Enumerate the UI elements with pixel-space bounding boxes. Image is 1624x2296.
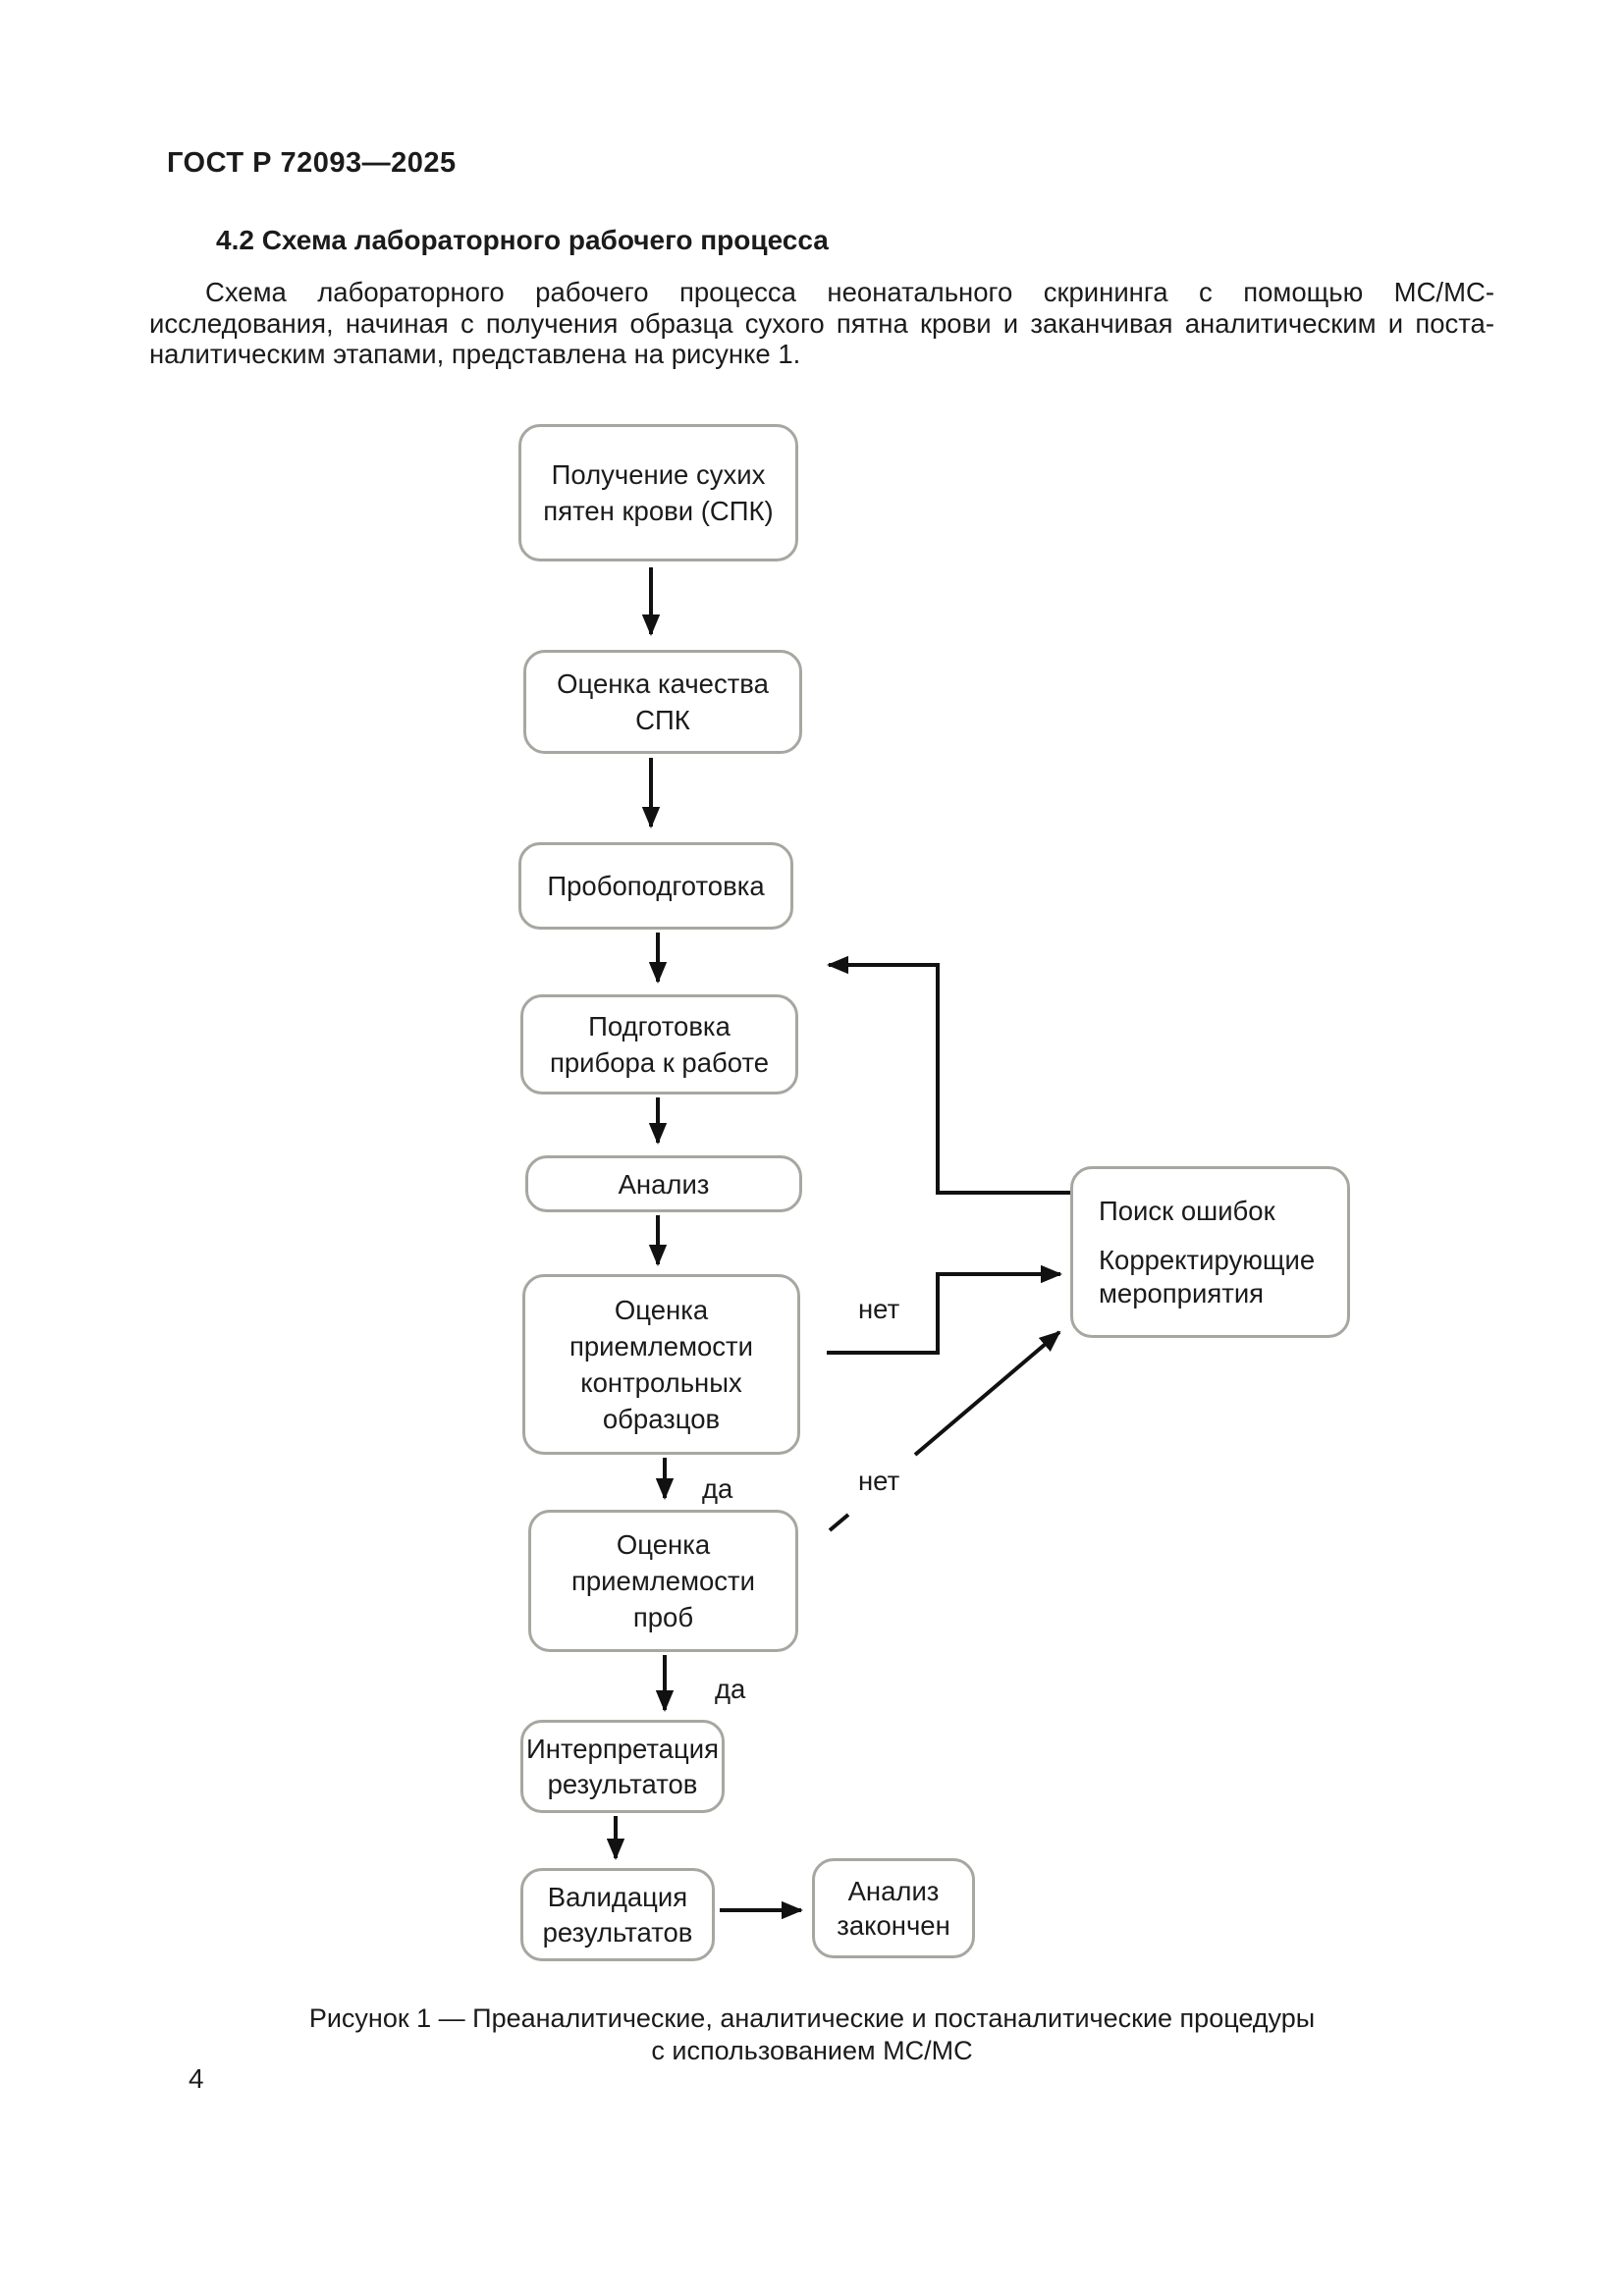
flow-node-label: Оценка качества bbox=[557, 668, 769, 699]
flow-node-label: Интерпретация bbox=[526, 1733, 719, 1764]
flow-node-label: Получение сухих bbox=[551, 459, 766, 490]
paragraph-line: налитическим этапами, представлена на ри… bbox=[149, 339, 801, 369]
flow-node-label: контрольных bbox=[580, 1367, 742, 1398]
edge-label-no: нет bbox=[858, 1294, 900, 1324]
line-errors-return-to-main bbox=[827, 955, 1070, 1195]
flow-node-label: Поиск ошибок bbox=[1099, 1195, 1275, 1226]
section-heading: 4.2 Схема лабораторного рабочего процесс… bbox=[216, 225, 829, 255]
line-samples-no-dash bbox=[828, 1513, 850, 1532]
flow-node-label: результатов bbox=[547, 1768, 698, 1799]
flow-node-device-prep: Подготовка прибора к работе bbox=[520, 994, 798, 1095]
flow-node-label: приемлемости bbox=[571, 1566, 755, 1596]
edge-label-no: нет bbox=[858, 1466, 900, 1496]
flow-node-analysis: Анализ bbox=[525, 1155, 802, 1212]
flow-node-label: Корректирующие мероприятия bbox=[1099, 1244, 1316, 1308]
figure-caption: Рисунок 1 — Преаналитические, аналитичес… bbox=[0, 2002, 1624, 2067]
flow-node-label: приемлемости bbox=[569, 1331, 753, 1362]
flow-node-label: Подготовка bbox=[588, 1011, 731, 1041]
flow-node-samples-eval: Оценка приемлемости проб bbox=[528, 1510, 798, 1652]
flow-node-label: Оценка bbox=[616, 1529, 711, 1560]
flow-node-analysis-done: Анализ закончен bbox=[812, 1858, 975, 1958]
flow-node-interpretation: Интерпретация результатов bbox=[520, 1720, 725, 1813]
figure-caption-line: Рисунок 1 — Преаналитические, аналитичес… bbox=[308, 2003, 1316, 2033]
flow-node-error-search: Поиск ошибок Корректирующие мероприятия bbox=[1070, 1166, 1350, 1338]
edge-label-yes: да bbox=[702, 1473, 733, 1504]
intro-paragraph: Схема лабораторного рабочего процесса не… bbox=[149, 277, 1494, 370]
flow-node-label: закончен bbox=[837, 1910, 950, 1941]
flow-node-label: результатов bbox=[542, 1916, 693, 1948]
flow-node-label: образцов bbox=[602, 1404, 721, 1434]
flow-node-label: прибора к работе bbox=[549, 1047, 770, 1078]
flow-node-label: Пробоподготовка bbox=[547, 871, 765, 901]
flow-node-validation: Валидация результатов bbox=[520, 1868, 715, 1961]
figure-caption-line: с использованием МС/МС bbox=[651, 2036, 973, 2065]
edge-label-yes: да bbox=[715, 1674, 746, 1704]
flow-node-sample-prep: Пробоподготовка bbox=[518, 842, 793, 930]
flow-node-label: СПК bbox=[635, 705, 690, 735]
page-number: 4 bbox=[189, 2063, 204, 2094]
line-control-no-to-errors bbox=[827, 1264, 1062, 1355]
flow-node-spk: Получение сухих пятен крови (СПК) bbox=[518, 424, 798, 561]
paragraph-line: Схема лабораторного рабочего процесса не… bbox=[205, 277, 1494, 307]
flow-node-control-eval: Оценка приемлемости контрольных образцов bbox=[522, 1274, 800, 1455]
flow-node-label: Анализ bbox=[618, 1168, 710, 1200]
flow-node-label: проб bbox=[632, 1602, 694, 1632]
flow-node-label: пятен крови (СПК) bbox=[543, 496, 774, 526]
paragraph-line: исследования, начиная с получения образц… bbox=[149, 307, 1494, 339]
flow-node-label: Анализ bbox=[847, 1876, 940, 1906]
line-samples-no-to-errors bbox=[913, 1330, 1061, 1457]
flow-node-label: Оценка bbox=[614, 1295, 709, 1325]
flow-node-quality: Оценка качества СПК bbox=[523, 650, 802, 754]
document-header: ГОСТ Р 72093—2025 bbox=[167, 147, 457, 179]
flow-node-label: Валидация bbox=[547, 1881, 688, 1912]
